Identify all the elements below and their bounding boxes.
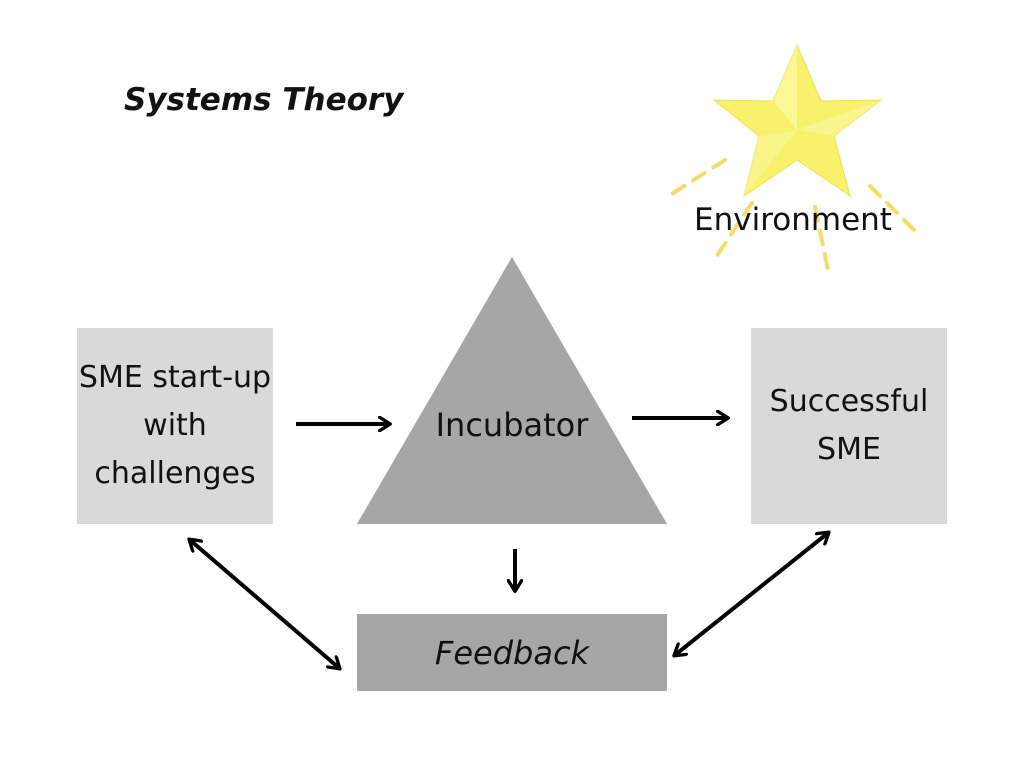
sun-rays — [668, 158, 918, 272]
incubator-triangle — [357, 257, 667, 524]
diagram-title: Systems Theory — [124, 82, 404, 118]
output-box-line: Successful — [769, 384, 929, 419]
input-box: SME start-up with challenges — [77, 328, 273, 524]
feedback-box: Feedback — [357, 614, 667, 691]
arrow-feedback-output — [675, 533, 828, 655]
output-box-line: SME — [817, 432, 881, 467]
input-box-line: SME start-up — [78, 360, 272, 395]
incubator-label: Incubator — [435, 406, 589, 444]
feedback-label: Feedback — [434, 633, 590, 672]
output-box: Successful SME — [751, 328, 947, 524]
star-icon — [712, 43, 883, 198]
environment-label: Environment — [694, 202, 892, 238]
input-box-line: with — [143, 408, 207, 443]
input-box-line: challenges — [94, 456, 256, 491]
arrow-feedback-input — [190, 540, 339, 668]
